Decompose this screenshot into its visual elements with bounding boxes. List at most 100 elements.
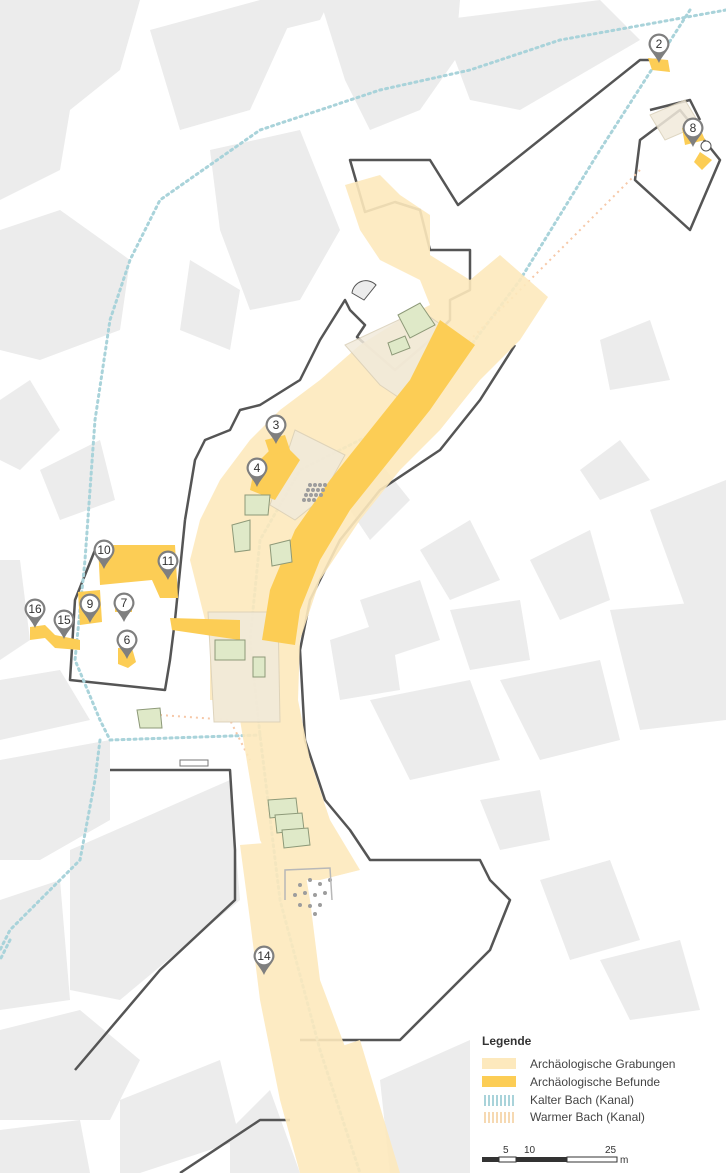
legend-label-befunde: Archäologische Befunde	[530, 1075, 660, 1089]
building	[40, 440, 115, 520]
feature-rect	[269, 539, 293, 567]
kalter-bach-channel	[0, 938, 12, 962]
map-marker-disc	[650, 35, 668, 53]
building	[0, 670, 90, 740]
block-outline-west	[68, 519, 187, 692]
building	[0, 0, 140, 200]
map-marker-label: 2	[656, 37, 663, 51]
map-marker-3[interactable]: 3	[265, 414, 287, 444]
befund-strip	[170, 618, 240, 640]
map-marker-6[interactable]: 6	[116, 629, 138, 660]
legend-swatch-befunde	[482, 1076, 516, 1087]
scale-unit: m	[620, 1155, 628, 1166]
legend-swatch-kalter-bach	[482, 1095, 516, 1106]
feature-rect	[244, 494, 271, 516]
building	[320, 0, 460, 130]
map-marker-label: 6	[124, 633, 131, 647]
building	[0, 210, 130, 360]
building	[530, 530, 610, 620]
map-marker-label: 10	[97, 543, 111, 557]
map-marker-label: 15	[57, 613, 71, 627]
befund-8b	[694, 152, 712, 170]
map-marker-disc	[81, 595, 99, 613]
map-marker-label: 4	[254, 461, 261, 475]
kalter-bach-channel	[0, 738, 102, 952]
block-outline-ne	[649, 98, 702, 121]
building	[440, 0, 640, 110]
map-marker-disc	[55, 611, 73, 629]
building	[70, 780, 240, 1000]
scale-tick-5: 5	[503, 1145, 509, 1156]
map-marker-7[interactable]: 7	[113, 592, 135, 623]
feature-rect	[136, 707, 163, 729]
map-marker-label: 9	[87, 597, 94, 611]
semi-circle-feature	[351, 280, 377, 301]
befund-main	[262, 320, 475, 645]
building	[610, 600, 726, 730]
feature-rect	[214, 639, 246, 661]
markers-layer: 2 8 3 4 10 11 16 15 9 7 6 14	[24, 33, 704, 975]
map-marker-disc	[118, 631, 136, 649]
map-marker-label: 8	[690, 121, 697, 135]
map-marker-disc	[248, 459, 266, 477]
feature-rect	[397, 302, 436, 339]
building	[480, 790, 550, 850]
building	[0, 880, 70, 1010]
scale-tick-25: 25	[605, 1145, 617, 1156]
building	[650, 480, 726, 640]
map-marker-15[interactable]: 15	[53, 609, 75, 640]
building	[600, 940, 700, 1020]
scale-bar-segment	[566, 1156, 618, 1163]
building	[0, 1010, 140, 1120]
outline-feature	[284, 867, 333, 901]
map-marker-4[interactable]: 4	[246, 457, 268, 487]
feature-rect	[281, 827, 311, 849]
small-circle	[700, 140, 712, 152]
scale-bar: 5 10 25 m	[482, 1145, 628, 1166]
map-marker-disc	[684, 119, 702, 137]
building	[0, 380, 60, 470]
map-marker-disc	[255, 947, 273, 965]
building	[180, 260, 240, 350]
building	[600, 320, 670, 390]
legend-swatch-warmer-bach	[482, 1112, 516, 1123]
befund-2	[648, 58, 670, 72]
legend-label-kalter-bach: Kalter Bach (Kanal)	[530, 1093, 634, 1107]
building	[580, 440, 650, 500]
building	[150, 0, 300, 130]
map-marker-2[interactable]: 2	[648, 33, 670, 63]
legend-swatch-grabungen	[482, 1058, 516, 1069]
scale-bar-segment	[482, 1157, 499, 1162]
building	[380, 1040, 480, 1173]
building	[0, 1120, 90, 1173]
map-marker-10[interactable]: 10	[93, 539, 115, 570]
map-marker-disc	[159, 552, 177, 570]
map-marker-label: 3	[273, 418, 280, 432]
building	[0, 740, 110, 860]
building	[500, 660, 620, 760]
grid-patches	[293, 483, 332, 916]
map-marker-label: 11	[162, 554, 175, 568]
legend: Legende Archäologische Grabungen Archäol…	[470, 1025, 726, 1173]
building	[450, 600, 530, 670]
map-marker-14[interactable]: 14	[253, 945, 275, 975]
map-marker-9[interactable]: 9	[79, 593, 101, 623]
block-outline-south	[179, 1118, 290, 1173]
legend-title: Legende	[482, 1034, 532, 1048]
building	[210, 130, 340, 310]
befund	[265, 435, 290, 455]
map-marker-11[interactable]: 11	[157, 550, 179, 581]
striped-feature	[179, 759, 209, 767]
building	[230, 1090, 300, 1173]
block-outline-southwest	[74, 768, 237, 1071]
map-marker-disc	[26, 600, 44, 618]
kalter-bach-channel	[73, 8, 726, 742]
map-marker-16[interactable]: 16	[24, 598, 46, 629]
map-marker-label: 7	[121, 596, 128, 610]
building	[270, 0, 330, 30]
scale-bar-segment	[498, 1156, 517, 1163]
map-marker-8[interactable]: 8	[682, 117, 704, 148]
legend-label-warmer-bach: Warmer Bach (Kanal)	[530, 1110, 645, 1124]
building	[120, 1060, 240, 1173]
